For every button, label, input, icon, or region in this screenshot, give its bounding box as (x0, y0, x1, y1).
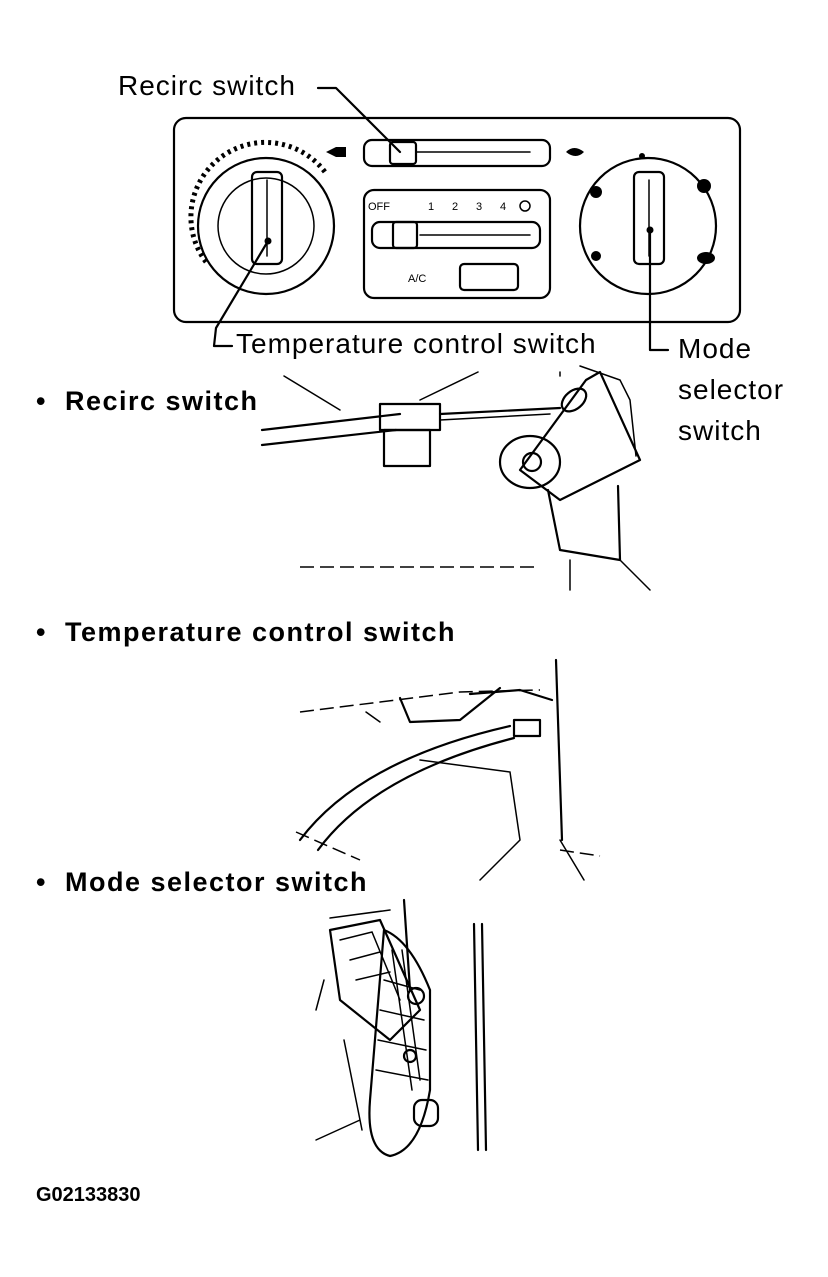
temperature-callout: Temperature control switch (236, 328, 597, 359)
fan-off-text: OFF (368, 201, 390, 213)
fan-1-text: 1 (428, 201, 434, 213)
fan-3-text: 3 (476, 201, 482, 213)
recirc-slider-icon (326, 138, 584, 168)
mode-knob-icon (578, 153, 718, 296)
fan-4-text: 4 (500, 201, 506, 213)
bullet: • (36, 867, 47, 897)
bullet: • (36, 386, 47, 416)
mode-callout-line3: switch (678, 415, 762, 446)
ac-text: A/C (408, 273, 426, 285)
section-temperature-heading: • Temperature control switch (36, 617, 456, 648)
fan-speed-block-icon: OFF 1 2 3 4 A/C (362, 188, 552, 300)
section-mode-heading: • Mode selector switch (36, 867, 368, 898)
figure-code: G02133830 (36, 1184, 141, 1206)
mode-callout-line2: selector (678, 374, 785, 405)
section-recirc-heading: • Recirc switch (36, 386, 259, 417)
temperature-leader-line (212, 239, 270, 348)
mode-callout-line1: Mode (678, 333, 753, 364)
recirc-leader-line (316, 86, 402, 154)
fan-2-text: 2 (452, 201, 458, 213)
mode-leader-line (648, 228, 670, 352)
section-title: Temperature control switch (64, 617, 457, 647)
recirc-callout: Recirc switch (118, 70, 296, 101)
section-title: Mode selector switch (64, 867, 369, 897)
section-title: Recirc switch (64, 386, 259, 416)
control-panel-drawing: OFF 1 2 3 4 A/C (172, 86, 742, 352)
bullet: • (36, 617, 47, 647)
